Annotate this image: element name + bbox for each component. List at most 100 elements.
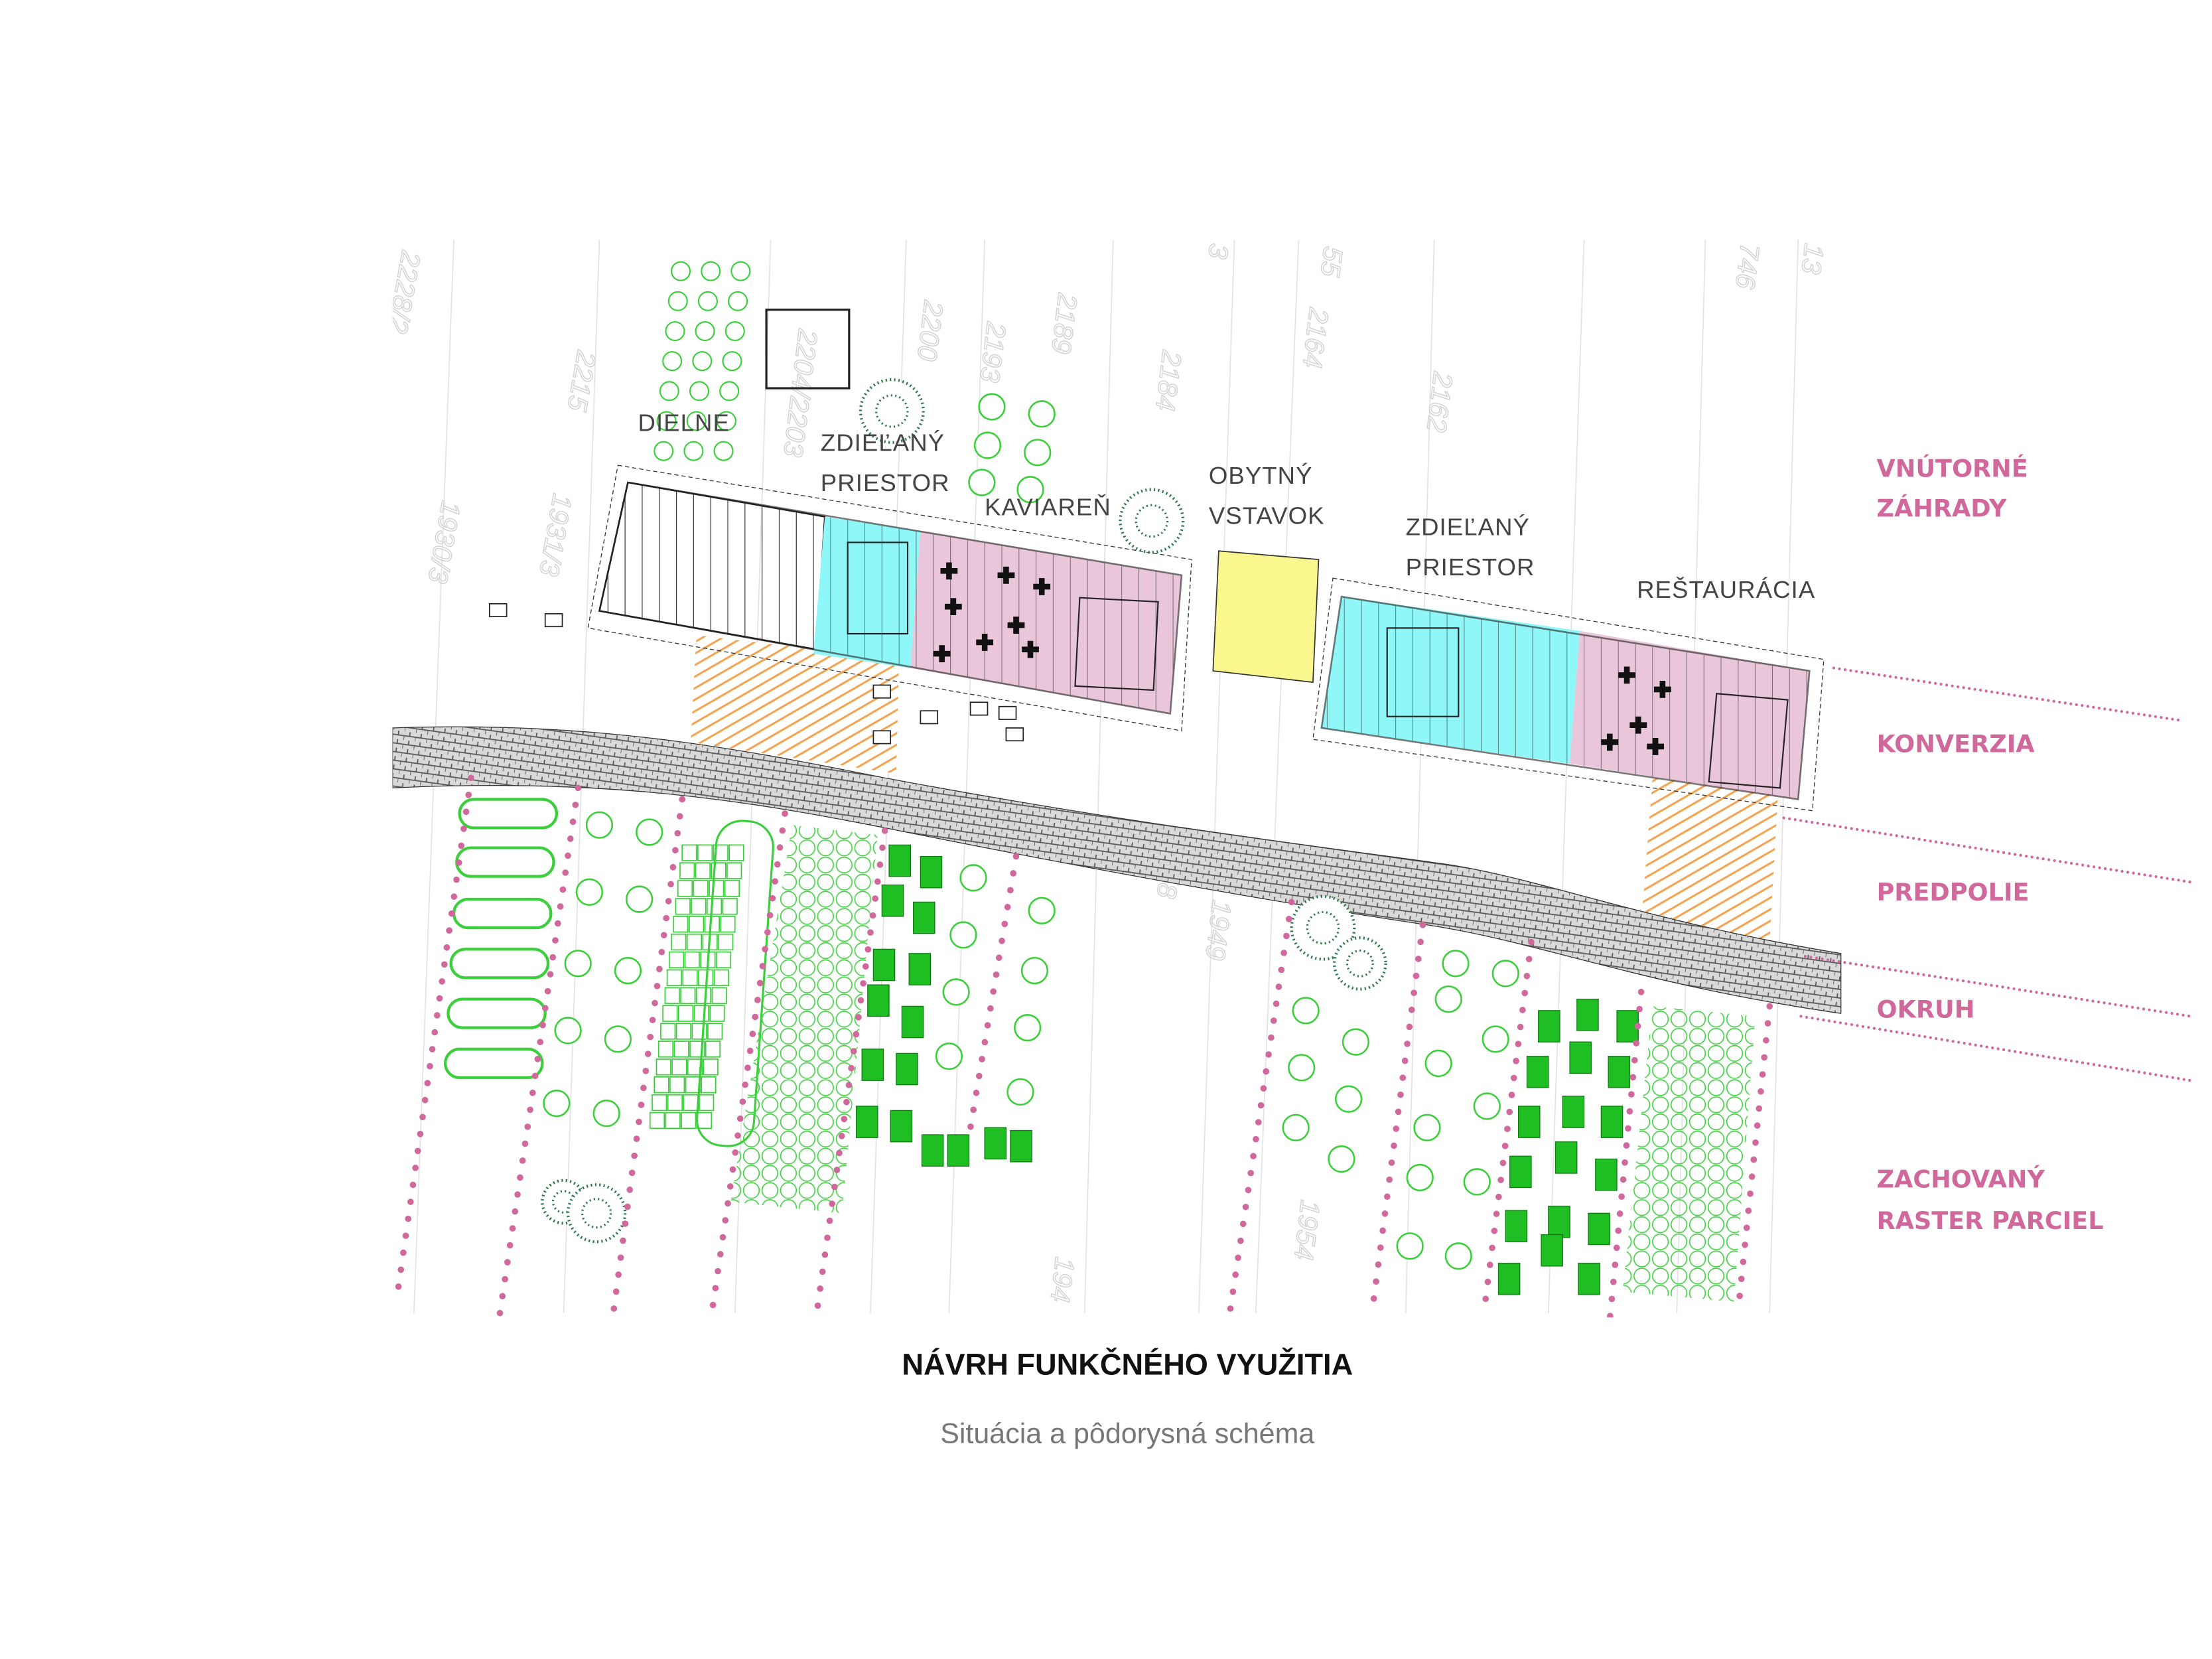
label-shared-space-1-line2: PRIESTOR [821,469,950,496]
garden-box-icon [1526,1056,1549,1088]
bush-icon [1292,997,1320,1025]
garden-plot-cell [728,844,744,861]
parcel-raster-dotted-line [967,853,1020,1131]
bush-icon [1473,1092,1501,1120]
parcel-number: 2184 [1150,348,1188,413]
bush-icon [1006,1078,1034,1106]
garden-plot-cell [709,1005,725,1022]
bush-icon [1406,1163,1434,1192]
parcel-raster-dotted-line [707,810,788,1318]
small-tree-icon [719,381,740,401]
garden-plot-cell [724,880,740,897]
bush-icon [575,878,604,906]
table-cluster-icon [1033,578,1051,595]
parcel-number: 2228/2 [382,248,427,336]
parcel-number: 13 [1795,242,1829,276]
garden-plot-cell [695,987,712,1004]
parcel-number: 1949 [1200,899,1237,962]
tree-icon [859,378,925,444]
parcel-number: 1930/3 [422,498,466,585]
small-tree-icon [697,291,718,311]
garden-plot-cell [671,933,687,951]
bush-icon [1463,1168,1491,1196]
bush-icon [1413,1114,1441,1141]
garden-box-icon [920,855,943,889]
legend-preserved-raster: ZACHOVANÝ [1876,1165,2045,1194]
garden-plot-cell [706,898,723,915]
table-cluster-icon [1647,738,1665,755]
table-cluster-icon [1618,666,1635,684]
label-shared-space-2: ZDIEĽANÝ [1406,514,1530,541]
table-icon [998,705,1017,720]
garden-plot-cell [673,1041,689,1058]
orchard-field [1622,1006,1756,1302]
zone-leader-lines [1782,666,2192,1082]
tree-icon [1332,936,1387,991]
small-tree-icon [665,321,685,342]
tree-icon [1290,895,1356,961]
parcel-number: 2215 [561,348,602,413]
garden-plot-cell [722,898,738,915]
small-tree-icon [722,351,742,372]
small-tree-icon [667,291,688,311]
garden-plot-cell [705,1041,721,1058]
bush-icon [949,921,977,949]
garden-plot-cell [668,951,685,969]
garden-box-icon [855,1106,878,1138]
garden-plot-cell [687,1058,703,1076]
bush-icon [973,431,1002,459]
parcel-raster-dotted-line [1606,989,1645,1318]
garden-box-icon [1497,1262,1521,1295]
bush-icon [585,811,614,839]
parcel-boundaries [413,240,1799,1313]
garden-plot-cell [693,1005,709,1022]
garden-box-icon [984,1127,1007,1160]
garden-plot-cell [681,1112,697,1129]
garden-plot-cell [703,1058,719,1076]
garden-plot-cell [675,898,691,915]
parcel-number: 2204/2203 [778,327,823,459]
bush-icon [1442,950,1470,977]
small-structure [765,309,851,390]
small-tree-icon [701,261,721,281]
garden-plot-cell [713,969,729,987]
garden-plot-cell [711,987,727,1004]
bush-icon [1434,985,1462,1013]
bush-icon [1288,1054,1316,1082]
garden-plot-cell [685,1076,701,1094]
sheet-subtitle: Situácia a pôdorysná schéma [940,1418,1314,1450]
label-dielne: DIELNE [638,409,730,437]
bush-icon [1424,1049,1452,1078]
table-icon [920,710,939,725]
legend-loop: OKRUH [1876,995,1974,1024]
bush-icon [592,1100,620,1127]
garden-plot-cell [718,933,734,951]
bush-icon [968,469,996,496]
parcel-line [1083,240,1114,1313]
garden-box-icon [1569,1041,1592,1074]
garden-plot-cell [696,1112,713,1129]
garden-plot-cell [669,1076,685,1094]
small-tree-icon [670,261,691,281]
garden-box-icon [1517,1106,1541,1138]
small-tree-icon [716,411,736,431]
legend-conversion: KONVERZIA [1876,730,2035,758]
bush-icon [1282,1114,1310,1141]
small-tree-icon [683,441,704,461]
parcel-numbers: 2228/2 2215 2204/2203 2200 2193 2189 218… [382,242,1831,1305]
building-right [1312,577,1825,812]
parcel-number: 2189 [1046,291,1083,356]
table-cluster-icon [1629,716,1647,734]
raised-bed-icon [443,1047,544,1080]
small-tree-icon [659,381,679,401]
legend-inner-gardens-line2: ZÁHRADY [1876,494,2006,523]
garden-box-icon [867,984,890,1017]
small-tree-icon [728,291,748,311]
building-left [587,465,1192,732]
garden-plot-cell [691,898,707,915]
bush-icon [1020,956,1049,985]
label-restauracia: REŠTAURÁCIA [1637,576,1815,603]
garden-box-icon [908,953,932,985]
garden-box-icon [912,901,935,934]
garden-box-icon [881,884,904,917]
